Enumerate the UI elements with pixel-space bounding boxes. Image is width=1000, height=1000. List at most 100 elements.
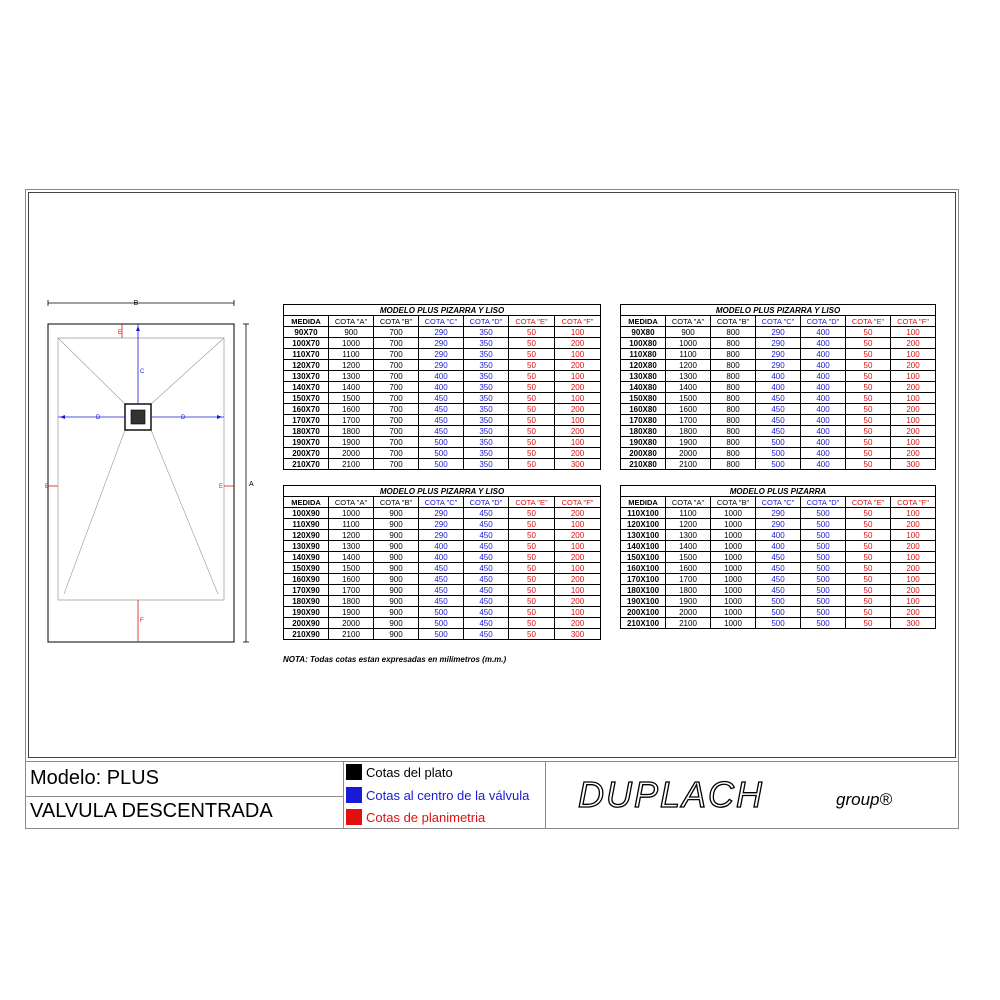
table-cell: 290 [418,507,464,519]
table-cell: 1200 [665,518,711,530]
table-cell: 100 [553,392,602,404]
table-cell: 800 [710,392,756,404]
table-cell: 140X90 [283,551,329,563]
table-header-cell: COTA "F" [553,496,602,508]
table-header-cell: COTA "A" [665,315,711,327]
table-cell: 100 [890,529,936,541]
table-cell: 500 [755,458,801,470]
table-cell: 150X80 [620,392,666,404]
table-cell: 1900 [328,436,374,448]
footer-column-divider [343,761,344,829]
table-cell: 200X80 [620,447,666,459]
table-header-cell: MEDIDA [283,315,329,327]
table-cell: 190X80 [620,436,666,448]
table-cell: 1900 [665,595,711,607]
table-cell: 450 [755,414,801,426]
table-cell: 500 [755,447,801,459]
table-cell: 1200 [665,359,711,371]
table-cell: 1100 [328,348,374,360]
table-cell: 1000 [710,617,756,629]
table-cell: 500 [800,595,846,607]
table-cell: 200 [890,540,936,552]
table-cell: 800 [710,447,756,459]
table-cell: 50 [508,628,555,640]
table-header-cell: MEDIDA [620,496,666,508]
table-cell: 180X70 [283,425,329,437]
table-cell: 1700 [665,414,711,426]
footer-divider [25,761,959,762]
table-cell: 450 [463,507,509,519]
table-header-cell: COTA "E" [845,315,891,327]
table-cell: 100 [553,414,602,426]
table-cell: 500 [755,617,801,629]
table-cell: 100 [553,370,602,382]
table-cell: 500 [800,551,846,563]
table-cell: 210X80 [620,458,666,470]
table-cell: 1000 [710,518,756,530]
legend-item-plate: Cotas del plato [346,764,453,780]
table-cell: 50 [508,507,555,519]
table-cell: 50 [508,584,555,596]
table-cell: 210X70 [283,458,329,470]
table-cell: 800 [710,403,756,415]
table-cell: 1000 [710,562,756,574]
table-cell: 500 [418,617,464,629]
table-cell: 1600 [665,562,711,574]
table-cell: 1400 [328,381,374,393]
table-cell: 50 [845,562,891,574]
table-cell: 400 [755,370,801,382]
table-cell: 180X80 [620,425,666,437]
table-cell: 350 [463,370,509,382]
table-cell: 1000 [328,507,374,519]
table-cell: 350 [463,381,509,393]
table-cell: 400 [800,381,846,393]
table-cell: 500 [800,529,846,541]
legend-label: Cotas del plato [366,764,453,780]
table-cell: 1000 [328,337,374,349]
table-cell: 100 [889,436,937,448]
table-cell: 350 [463,392,509,404]
table-cell: 290 [755,326,801,338]
table-cell: 300 [553,458,602,470]
table-cell: 110X80 [620,348,666,360]
table-cell: 100X70 [283,337,329,349]
table-cell: 200 [889,425,937,437]
table-cell: 1200 [328,529,374,541]
table-cell: 800 [710,436,756,448]
table-cell: 450 [463,617,509,629]
duplach-logo-group: group® [836,790,893,809]
table-cell: 50 [845,518,891,530]
table-cell: 50 [508,573,555,585]
table-cell: 1900 [665,436,711,448]
table-cell: 350 [463,359,509,371]
table-cell: 800 [710,326,756,338]
table-cell: 100X80 [620,337,666,349]
table-header-cell: COTA "C" [755,496,801,508]
table-header-cell: COTA "D" [463,496,509,508]
table-cell: 290 [755,359,801,371]
table-cell: 290 [755,337,801,349]
table-title: MODELO PLUS PIZARRA Y LISO [282,304,602,316]
table-cell: 290 [418,529,464,541]
table-cell: 450 [463,628,509,640]
table-cell: 50 [508,436,555,448]
table-cell: 210X100 [620,617,666,629]
table-cell: 900 [373,562,419,574]
table-cell: 50 [508,606,555,618]
table-cell: 700 [373,348,419,360]
dim-label-b: B [134,300,139,307]
